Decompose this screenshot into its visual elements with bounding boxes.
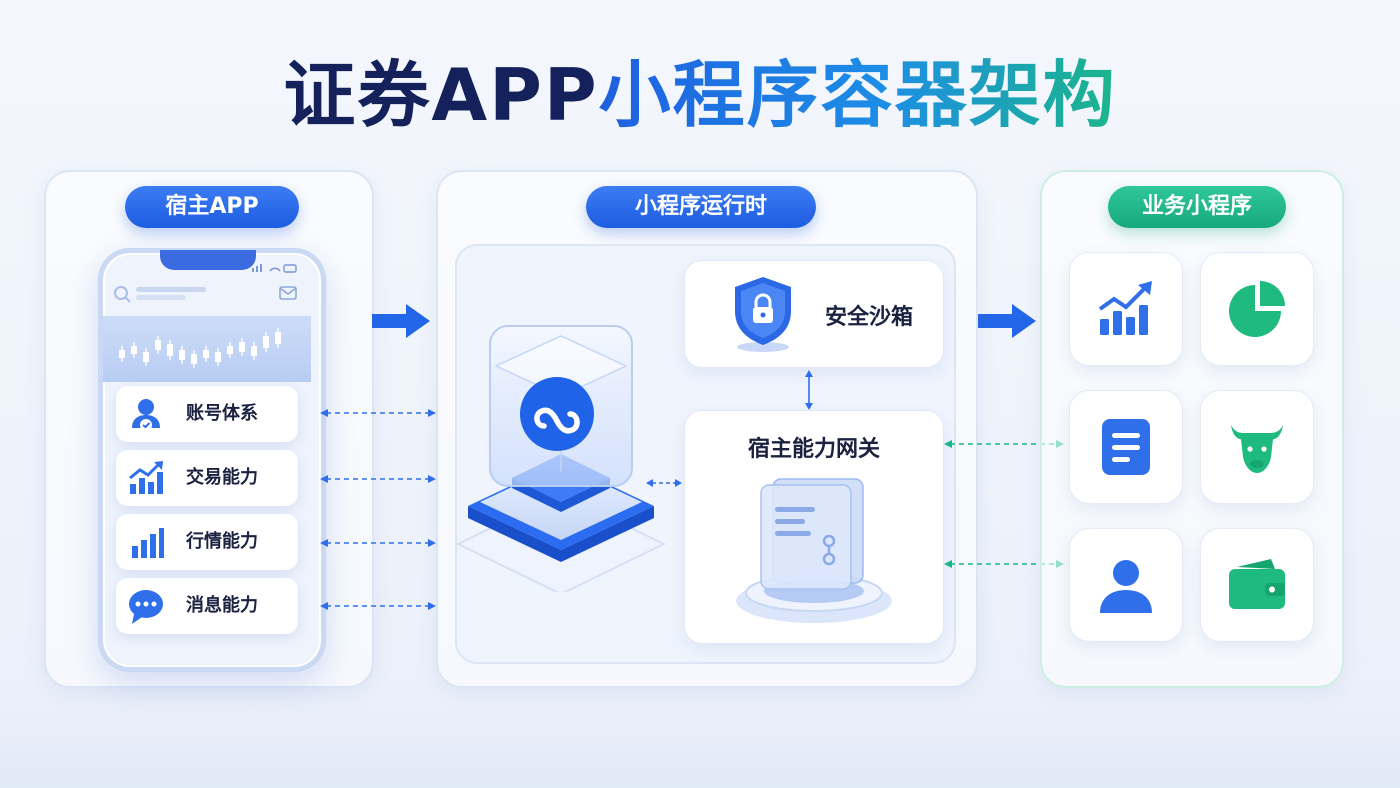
tile-document[interactable]: [1069, 390, 1183, 504]
growth-chart-icon: [1098, 281, 1152, 335]
runtime-label: 小程序运行时: [586, 186, 816, 228]
floor-reflection: [0, 700, 1400, 788]
user-icon: [1100, 560, 1152, 613]
status-icons: [252, 264, 297, 273]
capability-message[interactable]: 消息能力: [116, 578, 298, 634]
business-label: 业务小程序: [1108, 186, 1286, 228]
document-icon: [1102, 419, 1150, 475]
wallet-icon: [1229, 559, 1285, 609]
tile-pie-chart[interactable]: [1200, 252, 1314, 366]
tile-wallet[interactable]: [1200, 528, 1314, 642]
bar-chart-icon: [132, 528, 164, 558]
user-shield-icon: [132, 399, 160, 431]
search-icon: [114, 286, 128, 300]
bull-icon: [1231, 425, 1283, 473]
gateway-document-icon: [736, 478, 892, 623]
tile-growth-chart[interactable]: [1069, 252, 1183, 366]
sandbox-gateway-connector: [805, 370, 813, 410]
candlestick-chart: [119, 328, 281, 368]
shield-lock-icon: [735, 277, 791, 352]
capability-trade[interactable]: 交易能力: [116, 450, 298, 506]
gateway-label: 宿主能力网关: [747, 437, 880, 462]
sandbox-label: 安全沙箱: [825, 305, 914, 330]
tile-bull[interactable]: [1200, 390, 1314, 504]
capability-label: 行情能力: [186, 531, 258, 552]
host-gateway-card[interactable]: 宿主能力网关: [684, 410, 944, 644]
title-part-architecture: 小程序容器架构: [598, 53, 1117, 137]
capability-label: 账号体系: [186, 403, 258, 424]
phone-notch: [160, 250, 256, 270]
page-title: 证券APP小程序容器架构: [0, 52, 1400, 138]
tile-user[interactable]: [1069, 528, 1183, 642]
pie-chart-icon: [1229, 281, 1285, 337]
phone-search-bar: [114, 286, 297, 303]
host-runtime-connectors: [320, 409, 436, 610]
mail-icon: [279, 286, 297, 300]
capability-label: 交易能力: [186, 467, 258, 488]
mini-program-core: [456, 325, 666, 592]
host-app-label: 宿主APP: [125, 186, 299, 228]
security-sandbox-card[interactable]: 安全沙箱: [684, 260, 944, 368]
chat-bubble-icon: [129, 590, 163, 624]
capability-account[interactable]: 账号体系: [116, 386, 298, 442]
capability-label: 消息能力: [186, 595, 258, 616]
core-gateway-connector: [646, 479, 682, 487]
trend-chart-icon: [129, 461, 163, 494]
capability-market[interactable]: 行情能力: [116, 514, 298, 570]
mini-program-logo-icon: [520, 377, 594, 451]
flow-arrow-right: [372, 304, 430, 338]
phone-candlestick-chart: [103, 316, 311, 382]
flow-arrow-right: [978, 304, 1036, 338]
title-part-app: 证券APP: [283, 53, 599, 137]
